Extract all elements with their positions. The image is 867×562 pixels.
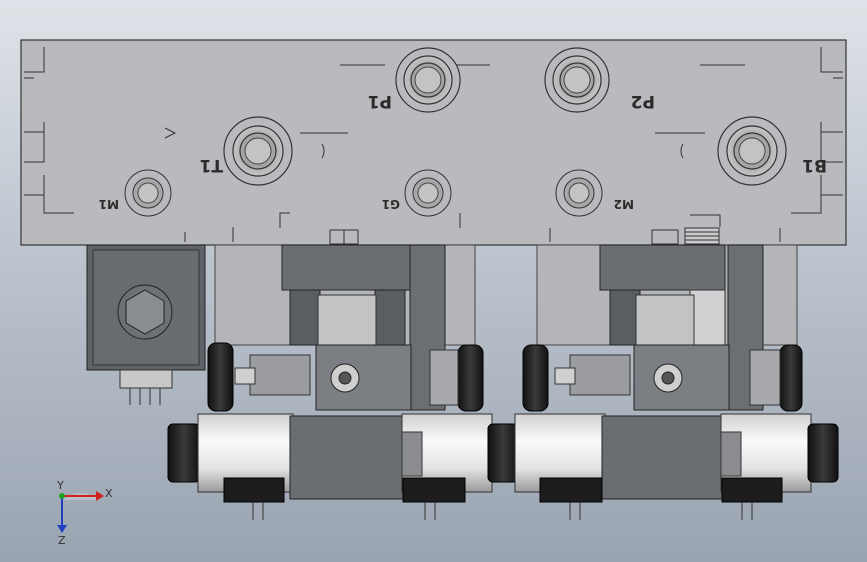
port-label-m2: M2: [614, 197, 634, 211]
port-label-p1: P1: [368, 91, 392, 111]
side-coil-box: [86, 244, 206, 405]
axis-label-x: X: [105, 487, 113, 500]
axis-label-z: Z: [58, 534, 66, 547]
port-label-t1: T1: [200, 155, 223, 175]
port-b1: [717, 116, 787, 186]
port-label-b1: B1: [802, 155, 827, 175]
solenoid-valve-left: [167, 413, 519, 520]
port-m1: [124, 169, 172, 217]
port-t1: [223, 116, 293, 186]
axis-label-y: Y: [56, 479, 64, 492]
port-m2: [555, 169, 603, 217]
port-label-g1: G1: [382, 197, 400, 211]
port-p2: [544, 47, 610, 113]
port-label-m1: M1: [99, 197, 119, 211]
port-g1: [404, 169, 452, 217]
solenoid-valve-right: [487, 413, 839, 520]
manifold-block: P1 P2 T1 B1 M1 G1 M2: [20, 39, 847, 246]
port-p1: [395, 47, 461, 113]
y-axis-icon: [59, 493, 65, 499]
port-label-p2: P2: [631, 91, 655, 111]
orientation-triad[interactable]: X Y Z: [56, 479, 113, 547]
valve-stack-left: [207, 229, 484, 412]
valve-stack-right: [522, 227, 803, 412]
